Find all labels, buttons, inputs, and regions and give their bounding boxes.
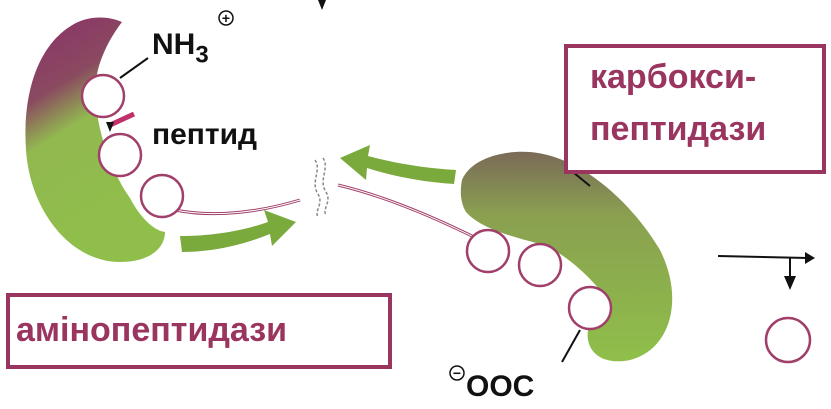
- peptide-chain-right: [338, 185, 480, 240]
- positive-charge-sign: +: [221, 7, 231, 29]
- residue-circle: [569, 287, 611, 329]
- peptide-chain-left: [175, 200, 300, 214]
- release-down-arrow-head: [784, 276, 796, 290]
- ooc-connector: [562, 330, 580, 362]
- carboxypeptidase-box: карбокси- пептидази: [564, 44, 826, 174]
- c-terminus-label: OOC: [466, 370, 534, 404]
- peptide-label: пептид: [152, 118, 257, 152]
- negative-charge-sign: −: [452, 362, 462, 384]
- released-residue: [766, 318, 810, 362]
- residue-circle: [99, 134, 141, 176]
- residue-circle: [467, 230, 509, 272]
- top-arrow-fragment: [318, 0, 326, 10]
- aminopeptidase-label: амінопептидази: [16, 311, 287, 350]
- aminopeptidase-enzyme: [25, 18, 165, 263]
- n-terminus-label: NH3: [152, 28, 209, 69]
- nh3-connector: [120, 58, 148, 78]
- carboxypeptidase-line2: пептидази: [590, 110, 766, 149]
- residue-circle: [82, 75, 124, 117]
- aminopeptidase-arrow: [180, 210, 296, 252]
- residue-circle: [141, 175, 183, 217]
- carboxypeptidase-line1: карбокси-: [590, 58, 756, 97]
- residue-circle: [519, 244, 561, 286]
- aminopeptidase-box: амінопептидази: [6, 293, 392, 369]
- cleavage-mark: [315, 160, 320, 218]
- peptide-chain-right-inner: [338, 185, 480, 240]
- cleavage-mark: [323, 158, 328, 216]
- small-down-arrow: [106, 122, 114, 132]
- n-terminus-subscript: 3: [195, 41, 208, 68]
- release-arrow-head: [805, 252, 815, 264]
- release-arrow: [718, 256, 808, 258]
- carboxypeptidase-arrow: [340, 145, 456, 184]
- n-terminus-text: NH: [152, 28, 195, 61]
